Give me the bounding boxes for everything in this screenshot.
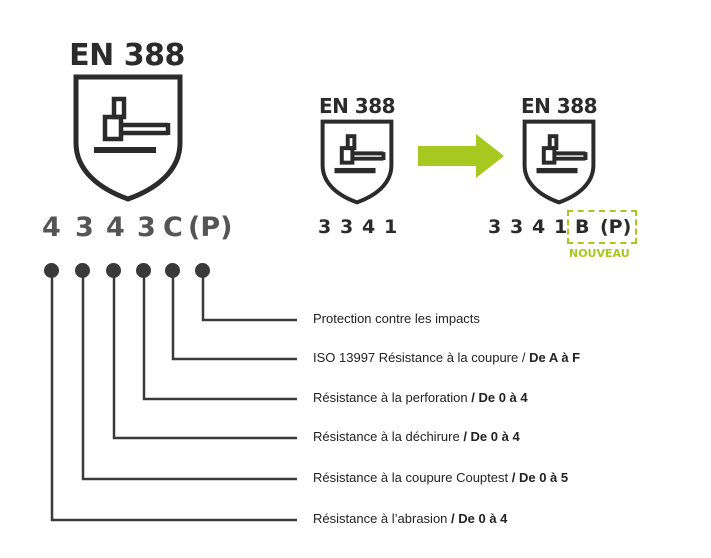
dot-cut-iso — [165, 263, 180, 278]
large-badge-code: 4 3 4 3 C (P) — [42, 212, 242, 246]
old-code-digit-2: 3 — [340, 216, 354, 238]
new-code-digit-4: 1 — [554, 216, 568, 238]
legend-tear: Résistance à la déchirure / De 0 à 4 — [313, 429, 520, 444]
old-code-digit-4: 1 — [384, 216, 398, 238]
new-badge-code: 3 3 4 1 — [488, 216, 578, 240]
connector-cut-iso — [171, 271, 297, 361]
arrow-right-icon — [418, 134, 504, 178]
old-shield-hammer-icon — [320, 119, 394, 205]
code-digit-cut-couptest: 3 — [75, 212, 94, 243]
old-code-digit-1: 3 — [318, 216, 332, 238]
new-code-impact: (P) — [600, 216, 632, 238]
dot-tear — [106, 263, 121, 278]
connector-puncture — [142, 271, 297, 401]
legend-cut-couptest: Résistance à la coupure Couptest / De 0 … — [313, 470, 569, 485]
dot-abrasion — [44, 263, 59, 278]
new-code-highlight-box — [567, 210, 637, 244]
connector-cut-couptest — [81, 271, 297, 481]
code-letter-cut-iso: C — [163, 212, 183, 243]
connector-tear — [112, 271, 297, 440]
connector-abrasion — [50, 271, 297, 522]
legend-abrasion: Résistance à l’abrasion / De 0 à 4 — [313, 511, 508, 526]
new-code-letter: B — [575, 216, 590, 238]
large-badge-title: EN 388 — [69, 38, 185, 73]
code-digit-puncture: 3 — [137, 212, 156, 243]
new-badge-title: EN 388 — [520, 94, 598, 118]
legend-impact: Protection contre les impacts — [313, 311, 480, 326]
new-code-digit-3: 4 — [532, 216, 546, 238]
new-code-digit-2: 3 — [510, 216, 524, 238]
new-code-digit-1: 3 — [488, 216, 502, 238]
dot-puncture — [136, 263, 151, 278]
old-badge-title: EN 388 — [318, 94, 396, 118]
large-shield-hammer-icon — [73, 74, 183, 202]
dot-impact — [195, 263, 210, 278]
connector-impact — [201, 271, 297, 322]
old-code-digit-3: 4 — [362, 216, 376, 238]
old-badge-code: 3 3 4 1 — [318, 216, 408, 240]
code-digit-tear: 4 — [106, 212, 125, 243]
legend-puncture: Résistance à la perforation / De 0 à 4 — [313, 390, 528, 405]
code-digit-abrasion: 4 — [42, 212, 61, 243]
new-shield-hammer-icon — [522, 119, 596, 205]
legend-cut-iso: ISO 13997 Résistance à la coupure / De A… — [313, 350, 581, 365]
code-impact: (P) — [188, 212, 233, 243]
nouveau-label: NOUVEAU — [569, 247, 630, 260]
dot-cut-couptest — [75, 263, 90, 278]
